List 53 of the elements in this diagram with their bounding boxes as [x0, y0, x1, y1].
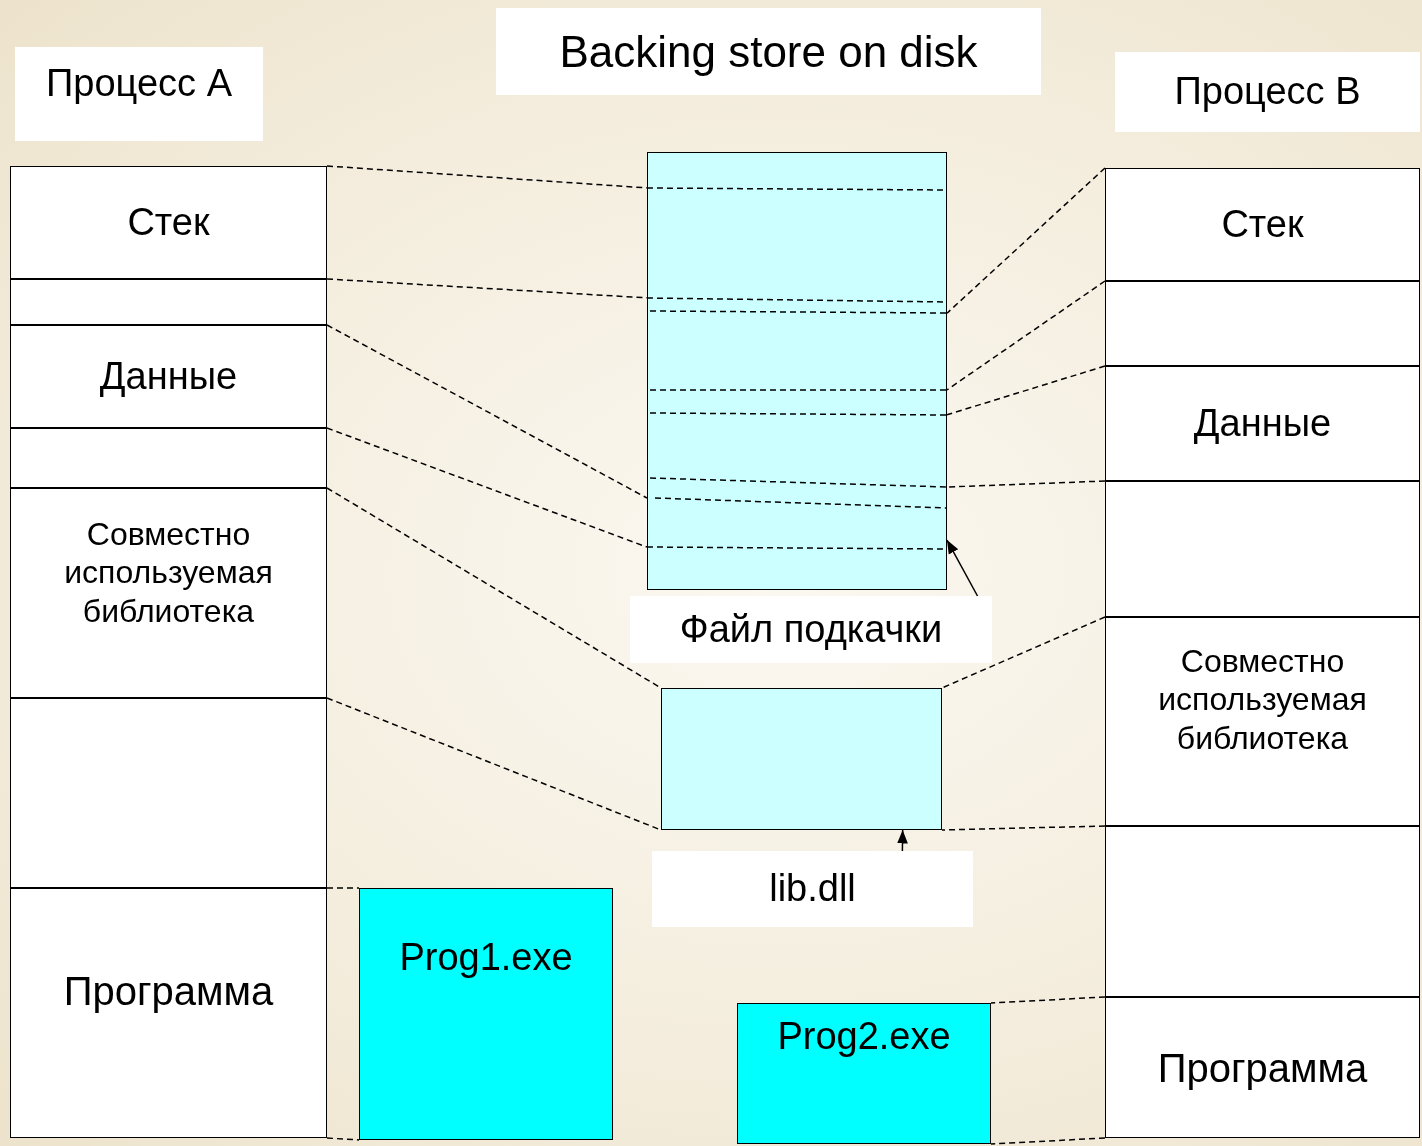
node-label: Процесс B	[1173, 69, 1362, 115]
node-label: Программа	[1156, 1044, 1369, 1092]
dashed-line	[326, 1137, 360, 1141]
library-box	[661, 688, 942, 830]
memory-segment	[10, 488, 327, 698]
memory-segment	[10, 698, 327, 888]
dashed-line	[946, 480, 1106, 488]
memory-segment	[10, 428, 327, 488]
node-label: Совместно используемая библиотека	[1157, 642, 1368, 758]
program-file-box	[359, 888, 613, 1140]
node-label: Процесс A	[45, 61, 233, 106]
memory-segment	[10, 888, 327, 1138]
dashed-line	[990, 996, 1106, 1004]
memory-segment	[10, 279, 327, 325]
dashed-line	[941, 825, 1106, 831]
node-label: Файл подкачки	[678, 606, 944, 652]
node-label: Стек	[1220, 201, 1305, 247]
node-label: lib.dll	[768, 866, 857, 912]
dashed-line	[990, 1137, 1106, 1145]
memory-segment	[1105, 168, 1420, 281]
node-label: Prog2.exe	[776, 1014, 952, 1059]
memory-segment	[1105, 997, 1420, 1138]
memory-segment	[10, 325, 327, 428]
heading-box	[15, 47, 263, 141]
memory-segment	[1105, 826, 1420, 997]
swap-file-box	[647, 152, 947, 590]
memory-segment	[10, 166, 327, 279]
arrow	[897, 829, 908, 852]
dashed-line	[326, 165, 648, 189]
dashed-line	[326, 278, 648, 299]
title: Backing store on disk	[496, 8, 1041, 95]
caption-box	[652, 851, 973, 927]
dashed-line	[326, 427, 648, 548]
dashed-line	[946, 280, 1106, 391]
dashed-line	[941, 616, 1106, 689]
dashed-line	[326, 324, 648, 499]
arrow	[946, 539, 979, 597]
node-label: Стек	[126, 199, 211, 245]
dashed-line	[946, 167, 1106, 314]
dashed-line	[326, 887, 360, 889]
caption-box	[630, 596, 992, 663]
memory-segment	[1105, 281, 1420, 366]
memory-segment	[1105, 366, 1420, 481]
node-label: Данные	[98, 353, 239, 399]
heading-box	[1115, 52, 1420, 132]
node-label: Совместно используемая библиотека	[63, 515, 274, 631]
memory-segment	[1105, 481, 1420, 617]
node-label: Данные	[1192, 400, 1333, 446]
node-label: Программа	[62, 968, 275, 1015]
program-file-box	[737, 1003, 991, 1144]
node-label: Prog1.exe	[398, 935, 574, 980]
memory-segment	[1105, 617, 1420, 826]
dashed-line	[946, 365, 1106, 416]
